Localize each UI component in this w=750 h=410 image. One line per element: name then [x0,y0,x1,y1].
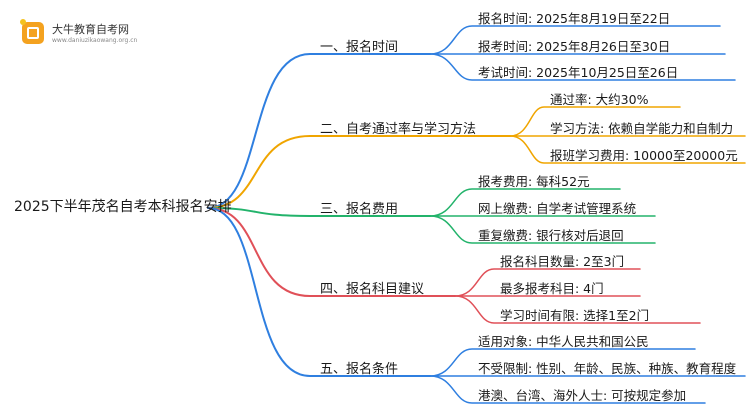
leaf-item: 网上缴费: 自学考试管理系统 [478,201,637,216]
leaf-connector [454,295,701,324]
leaf-item: 适用对象: 中华人民共和国公民 [478,334,649,349]
leaf-item: 港澳、台湾、海外人士: 可按规定参加 [478,388,687,403]
branch-connector [207,207,431,217]
branch-registration-time: 一、报名时间 [320,40,399,55]
leaf-item: 报名科目数量: 2至3门 [500,254,625,269]
leaf-item: 不受限制: 性别、年龄、民族、种族、教育程度 [478,361,737,376]
leaf-connector [429,25,721,55]
branch-subject-advice: 四、报名科目建议 [320,282,425,297]
leaf-item: 最多报考科目: 4门 [500,281,604,296]
branch-connector [207,207,456,297]
leaf-item: 重复缴费: 银行核对后退回 [478,228,624,243]
branch-connector [207,207,431,377]
leaf-item: 报班学习费用: 10000至20000元 [550,148,738,163]
leaf-item: 报名时间: 2025年8月19日至22日 [478,11,671,26]
branch-pass-rate-study: 二、自考通过率与学习方法 [320,122,477,137]
leaf-item: 学习方法: 依赖自学能力和自制力 [550,121,734,136]
leaf-connector [509,135,746,164]
site-logo: 大牛教育自考网 www.daniuzikaowang.org.cn [20,16,182,52]
leaf-item: 学习时间有限: 选择1至2门 [500,308,650,323]
leaf-connector [429,188,621,217]
leaf-connector [429,215,656,244]
branch-eligibility: 五、报名条件 [320,362,399,377]
leaf-item: 报考时间: 2025年8月26日至30日 [478,39,671,54]
leaf-connector [509,106,681,137]
leaf-item: 报考费用: 每科52元 [478,174,590,189]
logo-title: 大牛教育自考网 [52,23,129,36]
leaf-item: 通过率: 大约30% [550,92,649,107]
root-topic: 2025下半年茂名自考本科报名安排 [14,199,232,215]
leaf-connector [454,268,641,297]
leaf-connector [429,53,736,81]
leaf-connector [429,348,696,377]
branch-fees: 三、报名费用 [320,202,399,217]
book-logo-icon [20,19,44,44]
leaf-connector [429,375,706,404]
branch-connector [207,53,431,209]
leaf-item: 考试时间: 2025年10月25日至26日 [478,65,679,80]
branch-connector [207,135,511,209]
logo-url: www.daniuzikaowang.org.cn [52,37,138,44]
